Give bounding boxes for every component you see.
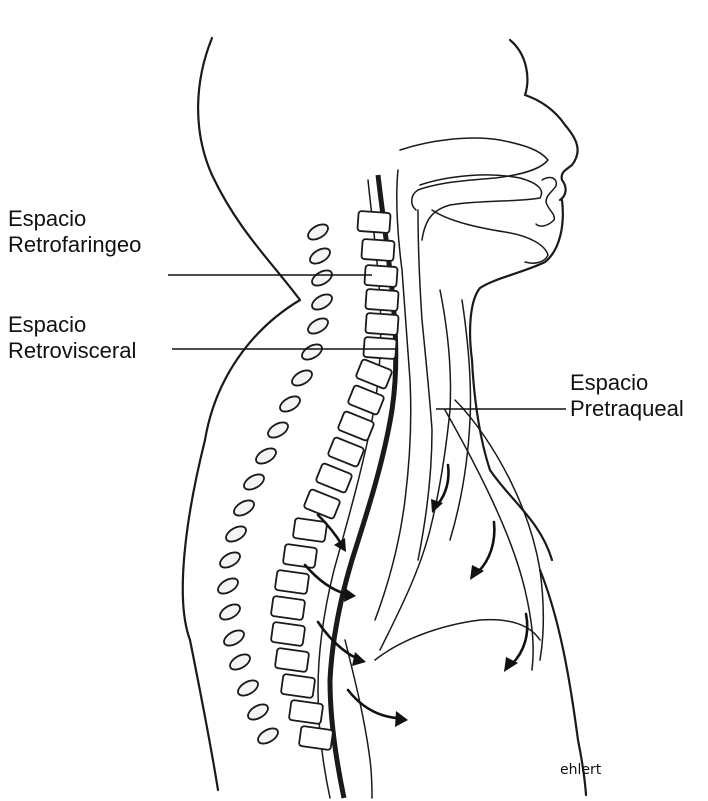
artist-signature: ehlert [560, 762, 601, 778]
label-retrovisceral-line2: Retrovisceral [8, 338, 136, 364]
label-pretracheal-line2: Pretraqueal [570, 396, 684, 422]
label-retrovisceral-space: Espacio Retrovisceral [8, 312, 136, 364]
label-retropharyngeal-line1: Espacio [8, 206, 141, 232]
label-pretracheal-space: Espacio Pretraqueal [570, 370, 684, 422]
label-retropharyngeal-line2: Retrofaringeo [8, 232, 141, 258]
label-retrovisceral-line1: Espacio [8, 312, 136, 338]
label-retropharyngeal-space: Espacio Retrofaringeo [8, 206, 141, 258]
label-pretracheal-line1: Espacio [570, 370, 684, 396]
